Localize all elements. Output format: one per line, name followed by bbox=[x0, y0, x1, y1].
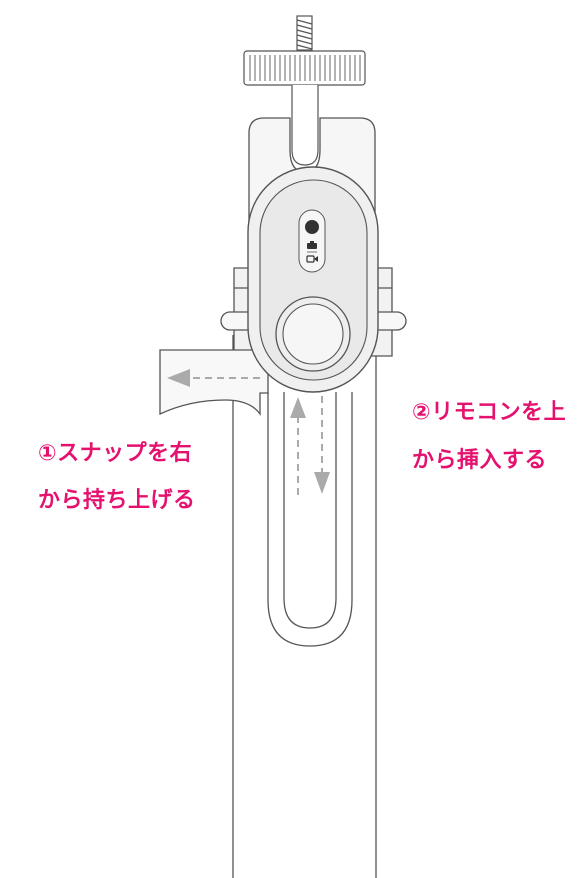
handle-body bbox=[232, 335, 377, 878]
knob-stem bbox=[291, 85, 319, 166]
bluetooth-remote bbox=[247, 166, 379, 393]
step2-instruction-line2: から挿入する bbox=[412, 448, 548, 473]
status-led bbox=[305, 220, 319, 234]
tripod-screw bbox=[296, 15, 313, 51]
snap-latch bbox=[159, 349, 269, 417]
remote-slot bbox=[267, 392, 353, 647]
camera-icon bbox=[307, 241, 317, 249]
video-icon bbox=[306, 255, 318, 263]
step2-instruction-line1: ②リモコンを上 bbox=[412, 400, 567, 425]
arrow-insert-down bbox=[314, 396, 330, 494]
knurled-knob bbox=[243, 50, 366, 86]
arrow-insert-up bbox=[290, 397, 306, 495]
step1-instruction-line2: から持ち上げる bbox=[38, 488, 196, 513]
arrow-lift-snap bbox=[167, 369, 260, 387]
step1-instruction-line1: ①スナップを右 bbox=[38, 441, 193, 466]
shutter-button bbox=[282, 303, 344, 365]
